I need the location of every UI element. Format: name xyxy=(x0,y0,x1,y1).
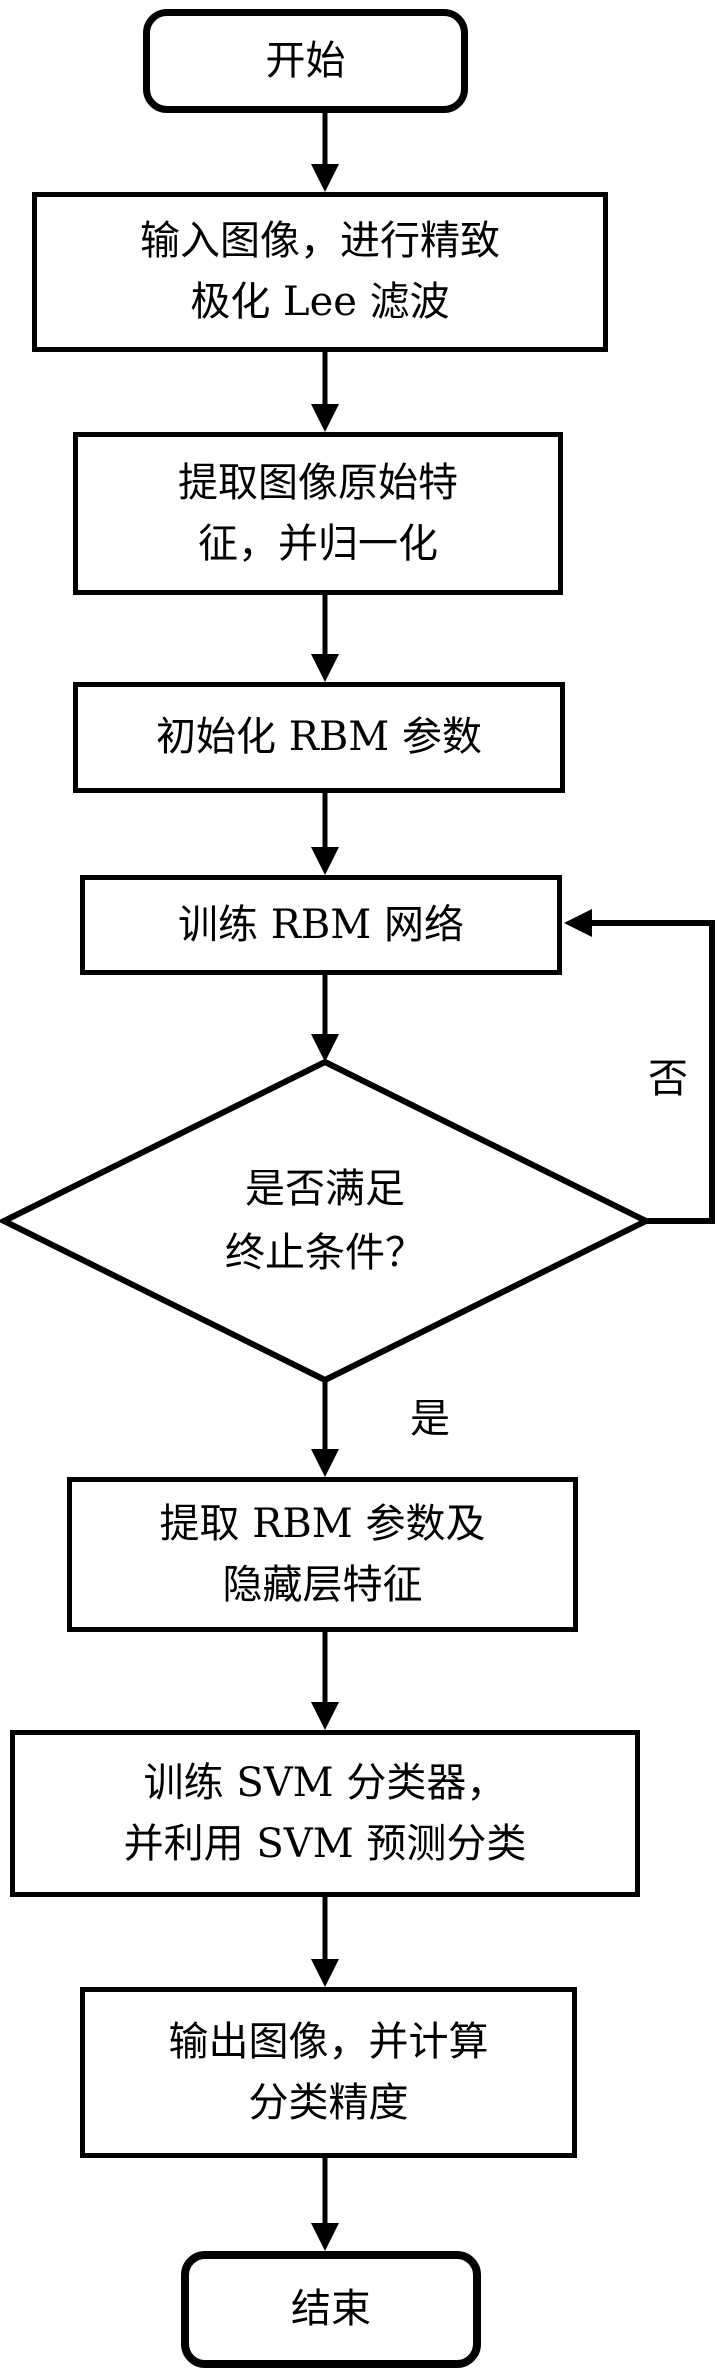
node-extract-rbm-params: 提取 RBM 参数及 隐藏层特征 xyxy=(67,1477,578,1632)
arrowhead-extract-init-icon xyxy=(311,654,339,682)
node-train-svm-label-line2: 并利用 SVM 预测分类 xyxy=(123,1820,527,1867)
arrowhead-extractrbm-svm-icon xyxy=(311,1702,339,1730)
node-start: 开始 xyxy=(143,9,468,113)
arrowhead-filter-extract-icon xyxy=(311,404,339,432)
arrowhead-init-train-icon xyxy=(311,847,339,875)
node-end-label: 结束 xyxy=(291,2286,371,2333)
edge-label-no: 否 xyxy=(648,1056,688,1102)
arrowhead-no-loop-icon xyxy=(564,909,592,937)
node-decision: 是否满足 终止条件？ xyxy=(125,1140,525,1302)
node-train-svm-label-line1: 训练 SVM 分类器， xyxy=(143,1759,507,1806)
arrowhead-start-filter-icon xyxy=(311,164,339,192)
arrowhead-decision-extractrbm-icon xyxy=(311,1449,339,1477)
node-extract-rbm-params-label-line2: 隐藏层特征 xyxy=(222,1561,423,1608)
node-init-rbm: 初始化 RBM 参数 xyxy=(73,682,565,793)
node-extract-features-label-line1: 提取图像原始特 xyxy=(178,459,458,506)
arrowhead-train-decision-icon xyxy=(311,1034,339,1062)
arrowhead-svm-output-icon xyxy=(311,1959,339,1987)
node-end: 结束 xyxy=(181,2251,481,2368)
node-decision-label-line2: 终止条件？ xyxy=(225,1230,425,1276)
node-train-rbm: 训练 RBM 网络 xyxy=(80,875,562,975)
node-start-label: 开始 xyxy=(265,37,346,84)
node-train-rbm-label: 训练 RBM 网络 xyxy=(178,901,464,948)
node-output-image-label-line2: 分类精度 xyxy=(248,2079,409,2126)
node-decision-label-line1: 是否满足 xyxy=(245,1166,405,1212)
node-train-svm: 训练 SVM 分类器， 并利用 SVM 预测分类 xyxy=(10,1730,640,1897)
node-input-filter-label-line2: 极化 Lee 滤波 xyxy=(190,279,450,325)
node-extract-features-label-line2: 征，并归一化 xyxy=(198,520,438,567)
node-input-filter: 输入图像，进行精致 极化 Lee 滤波 xyxy=(32,192,608,352)
node-extract-features: 提取图像原始特 征，并归一化 xyxy=(73,432,563,595)
node-extract-rbm-params-label-line1: 提取 RBM 参数及 xyxy=(159,1500,486,1547)
edge-no-loop-line xyxy=(590,920,715,1224)
node-output-image-label-line1: 输出图像，并计算 xyxy=(168,2018,489,2065)
node-output-image: 输出图像，并计算 分类精度 xyxy=(80,1987,577,2158)
node-init-rbm-label: 初始化 RBM 参数 xyxy=(156,714,482,761)
node-input-filter-label-line1: 输入图像，进行精致 xyxy=(140,218,500,265)
arrowhead-output-end-icon xyxy=(311,2223,339,2251)
edge-label-yes: 是 xyxy=(410,1396,450,1442)
